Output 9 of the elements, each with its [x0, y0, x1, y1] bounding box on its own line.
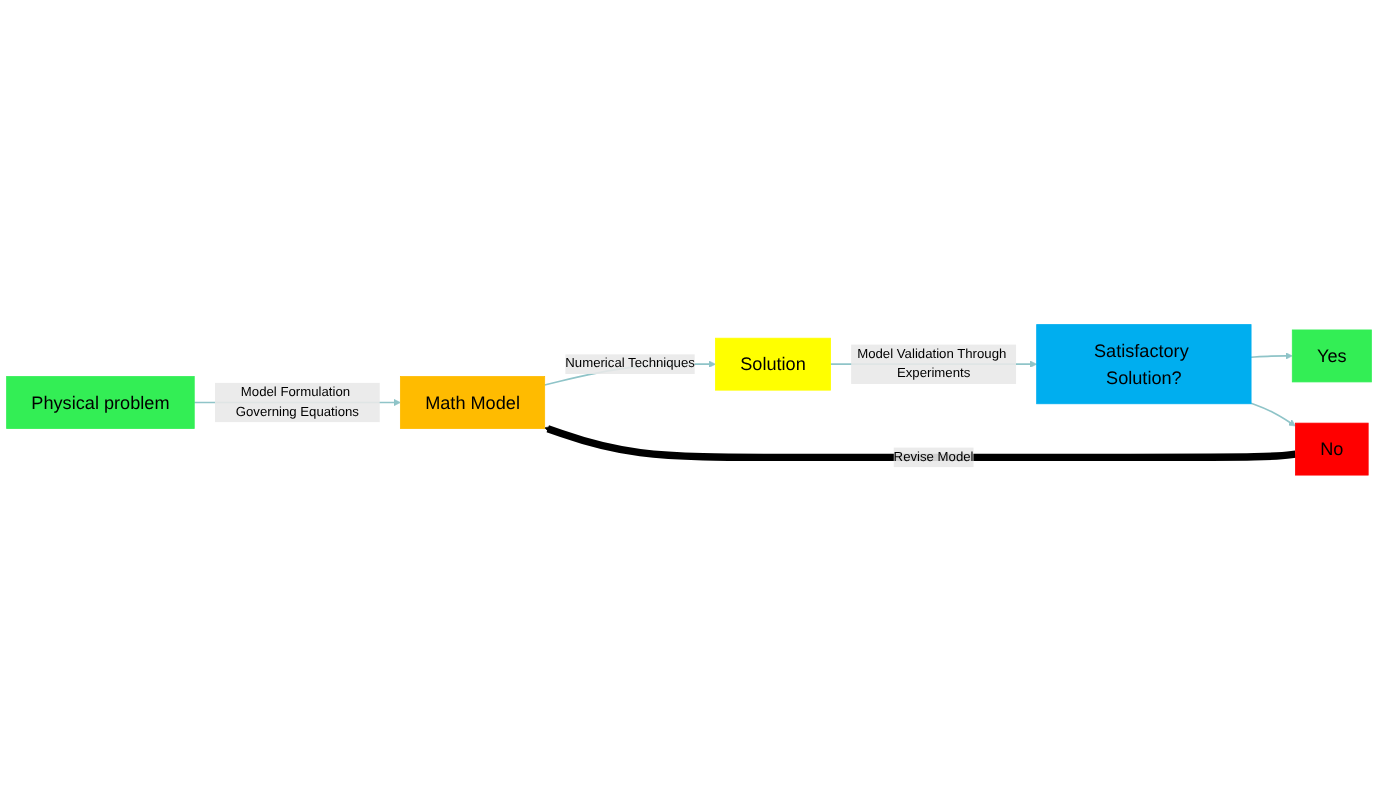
arrow [544, 425, 1296, 462]
node-box: Yes [1291, 329, 1372, 383]
arrow [1250, 352, 1293, 360]
node-box: Math Model [400, 376, 546, 430]
node-box: Solution [715, 337, 831, 391]
node-box: Satisfactory Solution? [1036, 324, 1252, 405]
arrow [1250, 402, 1296, 427]
node-box: No [1295, 422, 1369, 476]
node-box: Physical problem [6, 376, 195, 430]
